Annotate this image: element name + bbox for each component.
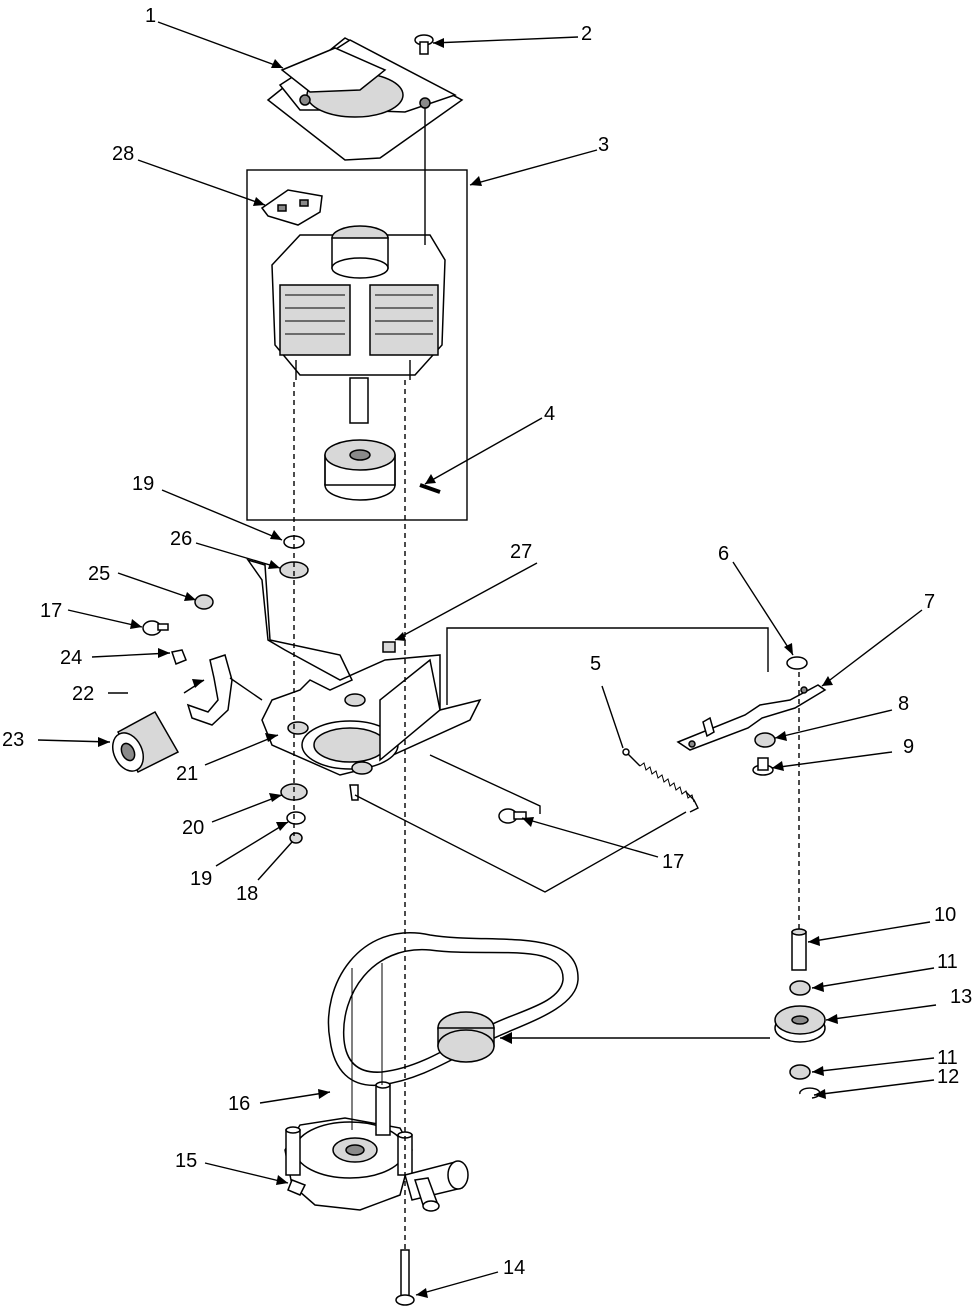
part-17-screw-left	[142, 620, 169, 636]
part-1-motor-cover	[266, 37, 464, 161]
callout-8: 8	[898, 693, 909, 715]
callout-14: 14	[503, 1257, 525, 1279]
part-28-switch	[260, 189, 323, 226]
callout-9: 9	[903, 736, 914, 758]
part-23-capacitor	[112, 710, 180, 774]
callout-11-top: 11	[937, 951, 958, 973]
part-12-clip	[799, 1087, 821, 1099]
callout-18: 18	[236, 883, 258, 905]
callout-24: 24	[60, 647, 82, 669]
callout-17-right: 17	[662, 851, 684, 873]
callout-4: 4	[544, 403, 555, 425]
part-11-nut-top	[789, 980, 811, 996]
part-9-bolt	[752, 757, 774, 776]
part-4-pin	[419, 483, 441, 494]
motor	[271, 225, 446, 424]
callout-19-top: 19	[132, 473, 154, 495]
callout-2: 2	[581, 23, 592, 45]
arrowheads	[98, 38, 838, 1298]
callout-1: 1	[145, 5, 156, 27]
callout-5: 5	[590, 653, 601, 675]
part-2-screw	[414, 34, 434, 55]
callout-11-bottom: 11	[937, 1047, 958, 1069]
callout-20: 20	[182, 817, 204, 839]
callout-10: 10	[934, 904, 956, 926]
part-3-motor-assembly-box	[246, 169, 468, 521]
callout-21: 21	[176, 763, 198, 785]
part-22-clamp	[186, 654, 233, 726]
part-24-clip	[171, 649, 187, 665]
part-6-washer	[786, 656, 808, 670]
part-15-pump	[284, 1081, 469, 1212]
part-7-idler-arm	[676, 684, 827, 751]
part-21-mount-bracket	[246, 558, 482, 801]
callout-25: 25	[88, 563, 110, 585]
part-14-bolt	[395, 1249, 415, 1306]
callout-6: 6	[718, 543, 729, 565]
callout-19-bottom: 19	[190, 868, 212, 890]
callout-22: 22	[72, 683, 94, 705]
callout-28: 28	[112, 143, 134, 165]
callout-17-left: 17	[40, 600, 62, 622]
part-11-nut-bottom	[789, 1064, 811, 1080]
motor-pulley	[324, 439, 396, 501]
part-25-nut	[194, 594, 214, 610]
callout-labels: 1 2 3 28 4 19 26 27 6 7 25 17 24 22 5 8 …	[2, 5, 972, 1279]
callout-27: 27	[510, 541, 532, 563]
callout-16: 16	[228, 1093, 250, 1115]
part-5-spring	[622, 748, 699, 813]
part-13-idler-pulley	[774, 1005, 826, 1043]
assembly-centerlines	[293, 380, 800, 1250]
callout-15: 15	[175, 1150, 197, 1172]
callout-23: 23	[2, 729, 24, 751]
leader-lines	[37, 21, 937, 1296]
part-18-nut	[289, 832, 303, 844]
part-10-pin	[791, 928, 807, 971]
part-8-nut	[754, 732, 776, 748]
part-16-belt	[327, 932, 579, 1087]
part-17-screw-right	[498, 808, 527, 824]
callout-12: 12	[937, 1066, 959, 1088]
callout-3: 3	[598, 134, 609, 156]
grouping-lines	[229, 108, 769, 893]
callout-13: 13	[950, 986, 972, 1008]
part-19-washer-bottom	[286, 811, 306, 825]
part-27-nut	[382, 641, 396, 653]
callout-7: 7	[924, 591, 935, 613]
callout-26: 26	[170, 528, 192, 550]
